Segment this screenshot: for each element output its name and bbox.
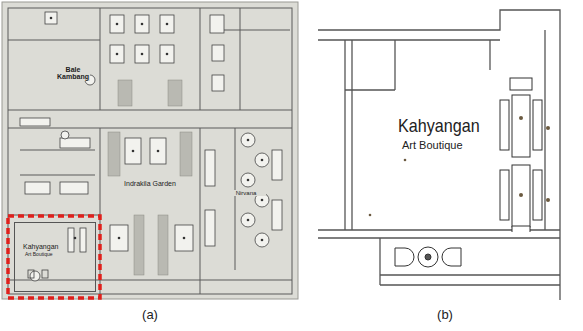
area-name: Bale Kambang	[56, 66, 90, 81]
round-tables	[30, 75, 269, 281]
area-name: Nirvana	[226, 190, 266, 196]
room-box: KahyanganArt Boutique	[340, 22, 555, 294]
room-name: Kahyangan	[23, 243, 58, 250]
panel-letter: (b)	[430, 308, 460, 322]
room-subtitle: Art Boutique	[402, 140, 463, 152]
room-box: KahyanganArt Boutique	[14, 222, 96, 292]
room-name: Kahyangan	[398, 116, 480, 136]
area-name: Indrakila Garden	[122, 180, 178, 187]
panel-letter: (a)	[135, 308, 165, 322]
plan-walls	[8, 8, 292, 294]
boutique-seats	[395, 226, 530, 267]
garden-strips	[108, 80, 192, 275]
highlight-box	[8, 216, 100, 298]
table-stains	[369, 116, 550, 216]
boutique-walls	[318, 10, 560, 300]
room-subtitle: Art Boutique	[25, 252, 53, 257]
boutique-small	[28, 270, 48, 278]
boutique-tables	[500, 78, 542, 227]
plan-sheet	[2, 2, 298, 299]
table-dots	[50, 17, 264, 242]
